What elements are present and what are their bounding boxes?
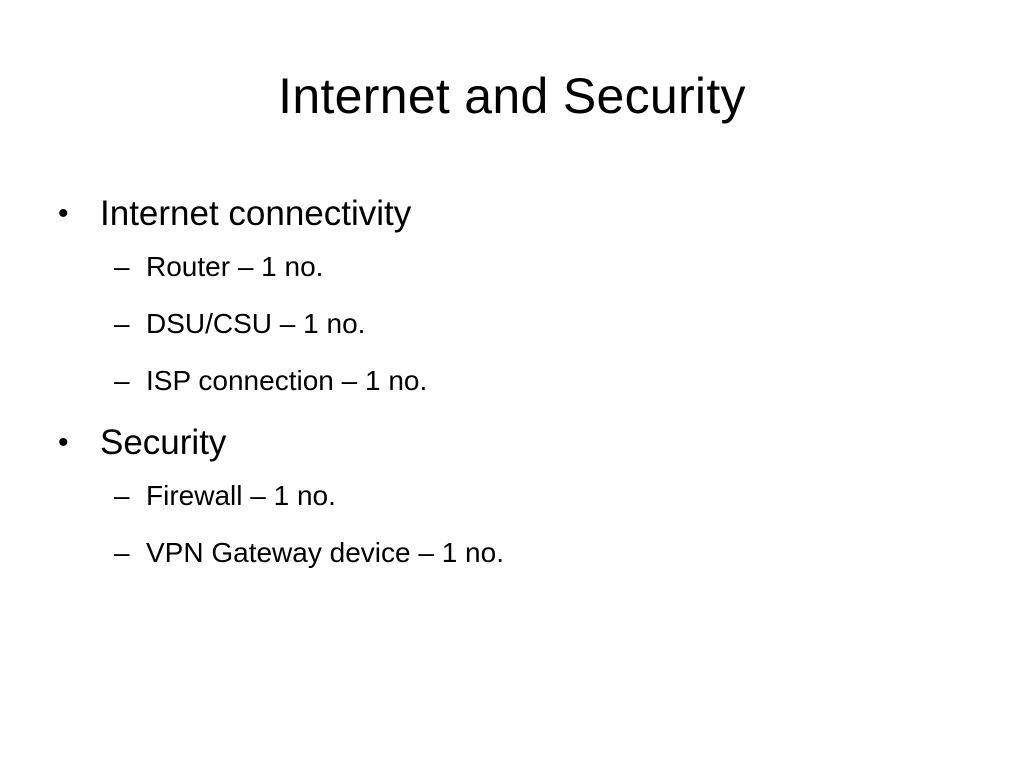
sub-item-dsu-csu: – DSU/CSU – 1 no.: [58, 305, 978, 343]
sub-item-text: Firewall – 1 no.: [146, 480, 336, 511]
sub-marker: –: [114, 251, 130, 282]
section-internet-connectivity: • Internet connectivity – Router – 1 no.…: [58, 190, 978, 400]
sub-item-firewall: – Firewall – 1 no.: [58, 477, 978, 515]
sub-item-text: DSU/CSU – 1 no.: [146, 308, 366, 339]
bullet-text: Security: [100, 423, 227, 462]
bullet-security: • Security: [58, 419, 978, 467]
sub-item-text: ISP connection – 1 no.: [146, 365, 428, 396]
bullet-internet-connectivity: • Internet connectivity: [58, 190, 978, 238]
sub-marker: –: [114, 480, 130, 511]
section-security: • Security – Firewall – 1 no. – VPN Gate…: [58, 419, 978, 572]
sublist-security: – Firewall – 1 no. – VPN Gateway device …: [58, 477, 978, 572]
sub-item-isp-connection: – ISP connection – 1 no.: [58, 362, 978, 400]
sub-item-router: – Router – 1 no.: [58, 248, 978, 286]
sub-item-vpn-gateway: – VPN Gateway device – 1 no.: [58, 534, 978, 572]
slide-content: • Internet connectivity – Router – 1 no.…: [58, 190, 978, 591]
sublist-internet-connectivity: – Router – 1 no. – DSU/CSU – 1 no. – ISP…: [58, 248, 978, 400]
slide-title: Internet and Security: [278, 68, 746, 124]
sub-item-text: Router – 1 no.: [146, 251, 324, 282]
sub-marker: –: [114, 537, 130, 568]
bullet-marker: •: [58, 426, 69, 459]
sub-marker: –: [114, 308, 130, 339]
sub-item-text: VPN Gateway device – 1 no.: [146, 537, 504, 568]
bullet-marker: •: [58, 197, 69, 230]
bullet-text: Internet connectivity: [100, 194, 412, 233]
sub-marker: –: [114, 365, 130, 396]
